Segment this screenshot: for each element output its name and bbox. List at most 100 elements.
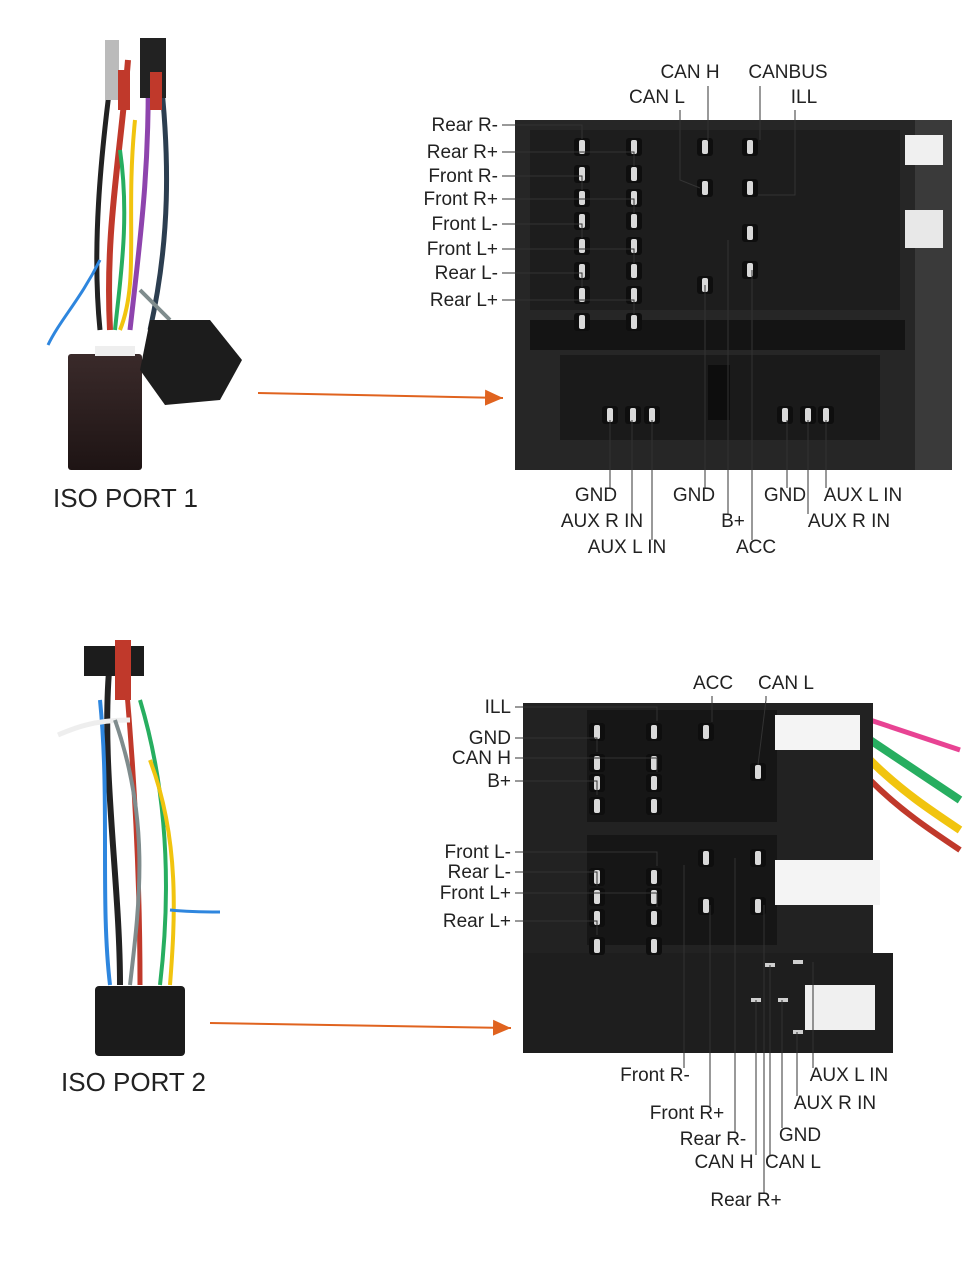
port1-label-bottom-3: GND bbox=[673, 285, 715, 506]
port2-pin-left-a-7 bbox=[589, 937, 605, 955]
port2-pin-left-a-0 bbox=[589, 723, 605, 741]
svg-text:CANBUS: CANBUS bbox=[748, 62, 827, 83]
port1-pin-bottom-0 bbox=[602, 406, 618, 424]
port1-pin-left-a-2 bbox=[574, 189, 590, 207]
port2-bottom-pin-3 bbox=[778, 998, 788, 1002]
svg-text:Front R-: Front R- bbox=[620, 1065, 690, 1086]
port1-connector bbox=[515, 120, 952, 470]
arrow-2 bbox=[209, 1019, 512, 1036]
port2-bottom-pin-1 bbox=[793, 960, 803, 964]
port2-label-bottom-7: GND bbox=[779, 1000, 821, 1146]
port1-pin-bottom-3 bbox=[777, 406, 793, 424]
port1-pin-bottom-1 bbox=[625, 406, 641, 424]
port1-label-top-2: CANBUS bbox=[748, 62, 828, 140]
svg-text:Front L+: Front L+ bbox=[440, 883, 511, 904]
svg-text:Rear R+: Rear R+ bbox=[427, 142, 498, 163]
svg-text:AUX L IN: AUX L IN bbox=[588, 537, 667, 558]
svg-text:AUX R IN: AUX R IN bbox=[808, 511, 890, 532]
port2-connector bbox=[523, 703, 963, 1055]
port2-pin-left-b-3 bbox=[646, 797, 662, 815]
svg-text:Front R-: Front R- bbox=[428, 166, 498, 187]
port1-label-1: Rear R- bbox=[431, 115, 583, 139]
port2-pin-left-b-5 bbox=[646, 888, 662, 906]
port1-pin-left-b-5 bbox=[626, 262, 642, 280]
port2-pin-left-b-7 bbox=[646, 937, 662, 955]
port1-label-bottom-1: AUX R IN bbox=[561, 420, 643, 532]
port2-label-bottom-8: CAN L bbox=[765, 965, 821, 1173]
svg-text:B+: B+ bbox=[487, 771, 511, 792]
port2-label-bottom-6: AUX R IN bbox=[794, 1032, 876, 1114]
port2-label-6: Rear L- bbox=[448, 862, 598, 886]
port1-label-6: Front L+ bbox=[427, 239, 635, 263]
port2-label-4: B+ bbox=[487, 771, 598, 795]
port1-label-bottom-2: AUX L IN bbox=[588, 420, 667, 558]
port2-label-top-0: ACC bbox=[693, 673, 733, 722]
svg-text:Rear L+: Rear L+ bbox=[443, 911, 511, 932]
port1-pin-left-b-7 bbox=[626, 313, 642, 331]
svg-text:Rear L+: Rear L+ bbox=[430, 290, 498, 311]
harness-2-illustration bbox=[57, 640, 221, 1056]
port1-label-2: Rear R+ bbox=[427, 142, 635, 166]
port2-label-3: CAN H bbox=[452, 748, 658, 772]
port2-label-7: Front L+ bbox=[440, 883, 658, 907]
port2-pin-mid-3 bbox=[750, 849, 766, 867]
svg-text:AUX R IN: AUX R IN bbox=[561, 511, 643, 532]
port2-title: ISO PORT 2 bbox=[61, 1067, 206, 1097]
port2-label-bottom-2: Rear R- bbox=[680, 858, 747, 1150]
port2-pin-left-b-2 bbox=[646, 774, 662, 792]
port2-label-bottom-5: AUX L IN bbox=[810, 962, 889, 1086]
port2-pin-mid-1 bbox=[750, 763, 766, 781]
port1-label-5: Front L- bbox=[431, 214, 583, 238]
svg-text:CAN L: CAN L bbox=[765, 1152, 821, 1173]
port2-pin-left-b-1 bbox=[646, 754, 662, 772]
port1-pin-left-a-7 bbox=[574, 313, 590, 331]
port1-label-bottom-5: ACC bbox=[736, 270, 776, 558]
svg-text:AUX L IN: AUX L IN bbox=[810, 1065, 889, 1086]
port2-label-5: Front L- bbox=[444, 842, 658, 866]
port2-pin-mid-2 bbox=[698, 849, 714, 867]
svg-text:Rear L-: Rear L- bbox=[435, 263, 498, 284]
svg-text:AUX L IN: AUX L IN bbox=[824, 485, 903, 506]
svg-text:Front L-: Front L- bbox=[431, 214, 498, 235]
port1-label-4: Front R+ bbox=[424, 189, 635, 213]
port2-pin-left-b-6 bbox=[646, 909, 662, 927]
port1-pin-left-b-3 bbox=[626, 212, 642, 230]
port2-pin-mid-0 bbox=[698, 723, 714, 741]
svg-text:CAN L: CAN L bbox=[629, 87, 685, 108]
svg-text:Rear R+: Rear R+ bbox=[710, 1190, 781, 1211]
port2-label-bottom-1: Front R+ bbox=[650, 905, 724, 1124]
port2-bottom-pin-4 bbox=[793, 1030, 803, 1034]
port1-label-bottom-0: GND bbox=[575, 420, 617, 506]
port1-pin-left-b-2 bbox=[626, 189, 642, 207]
port2-label-bottom-3: CAN H bbox=[694, 1000, 757, 1173]
svg-text:ACC: ACC bbox=[693, 673, 733, 694]
port1-pin-left-a-1 bbox=[574, 165, 590, 183]
pin-labels: Rear R-Rear R+Front R-Front R+Front L-Fr… bbox=[424, 62, 903, 1211]
port1-pin-mid-3 bbox=[742, 179, 758, 197]
svg-text:Rear R-: Rear R- bbox=[680, 1129, 747, 1150]
svg-text:CAN H: CAN H bbox=[694, 1152, 753, 1173]
port1-pin-bottom-4 bbox=[800, 406, 816, 424]
port1-pin-left-a-0 bbox=[574, 138, 590, 156]
svg-text:ILL: ILL bbox=[485, 697, 511, 718]
port1-label-bottom-6: GND bbox=[764, 420, 806, 506]
port1-pin-mid-4 bbox=[742, 224, 758, 242]
port1-label-top-3: ILL bbox=[758, 87, 817, 196]
port2-label-1: ILL bbox=[485, 697, 658, 721]
svg-text:GND: GND bbox=[779, 1125, 821, 1146]
port1-pin-left-a-6 bbox=[574, 286, 590, 304]
svg-text:GND: GND bbox=[673, 485, 715, 506]
port1-pin-mid-6 bbox=[742, 261, 758, 279]
harness-1-illustration bbox=[46, 38, 242, 470]
svg-text:Rear L-: Rear L- bbox=[448, 862, 511, 883]
svg-text:GND: GND bbox=[764, 485, 806, 506]
svg-text:GND: GND bbox=[469, 728, 511, 749]
port2-label-2: GND bbox=[469, 728, 598, 752]
port1-pin-mid-2 bbox=[742, 138, 758, 156]
port2-pin-left-b-0 bbox=[646, 723, 662, 741]
port1-pin-bottom-2 bbox=[644, 406, 660, 424]
port1-pin-left-b-1 bbox=[626, 165, 642, 183]
port1-title: ISO PORT 1 bbox=[53, 483, 198, 513]
svg-text:CAN H: CAN H bbox=[452, 748, 511, 769]
